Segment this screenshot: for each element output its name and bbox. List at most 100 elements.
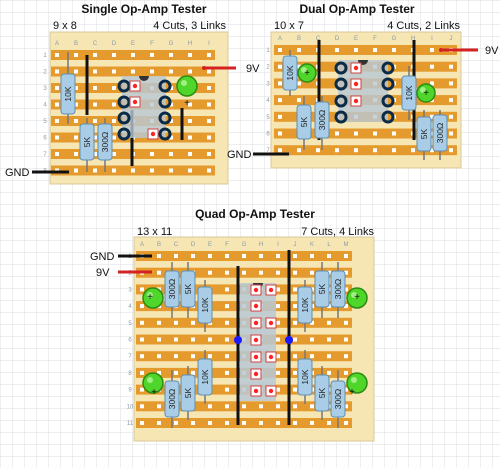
hole	[207, 135, 211, 140]
led: +	[142, 372, 164, 398]
hole	[276, 387, 280, 392]
hole	[207, 53, 211, 57]
hole	[157, 421, 161, 425]
hole	[310, 270, 314, 275]
hole	[157, 320, 161, 325]
hole	[169, 135, 173, 140]
hole	[207, 102, 211, 107]
resistor-value: 5K	[317, 387, 327, 398]
plus-sign: +	[304, 68, 310, 79]
hole	[207, 152, 211, 156]
row-label: 11	[127, 421, 134, 427]
column-label: A	[140, 242, 144, 248]
wire-label: GND	[227, 149, 252, 161]
hole	[55, 53, 59, 57]
resistor: 5K	[79, 118, 95, 172]
resistor: 5K	[314, 366, 330, 420]
dual-opamp-tester: Dual Op-Amp Tester 10 x 7 4 Cuts, 2 Link…	[227, 2, 499, 169]
hole	[225, 304, 229, 309]
hole	[335, 131, 339, 136]
row-label: 6	[128, 338, 132, 344]
row-label: 10	[127, 404, 134, 410]
ic-pin	[158, 79, 172, 93]
hole	[191, 354, 195, 359]
led: +	[346, 287, 368, 309]
column-label: E	[354, 36, 358, 42]
hole	[327, 370, 331, 375]
hole	[449, 64, 453, 69]
hole	[112, 168, 116, 173]
resistor: 5K	[296, 96, 312, 150]
hole	[191, 421, 195, 425]
column-label: B	[157, 242, 161, 248]
ic-pin	[334, 94, 348, 108]
hole	[188, 53, 192, 57]
hole	[259, 404, 263, 409]
hole	[208, 404, 212, 409]
hole	[225, 387, 229, 392]
hole	[140, 421, 144, 425]
hole	[276, 270, 280, 275]
hole	[276, 287, 280, 292]
column-label: E	[131, 41, 135, 47]
plus-sign: +	[423, 88, 429, 99]
hole	[354, 48, 358, 52]
hole	[131, 53, 135, 57]
hole	[373, 131, 377, 136]
column-label: A	[278, 36, 282, 42]
column-label: M	[344, 242, 349, 248]
column-label: J	[450, 36, 453, 42]
hole	[157, 370, 161, 375]
hole	[188, 152, 192, 156]
hole	[112, 69, 116, 74]
board-size: 10 x 7	[274, 20, 304, 32]
pin-marker	[250, 300, 262, 312]
hole	[112, 152, 116, 156]
hole	[344, 287, 348, 292]
resistor: 10K	[197, 280, 213, 332]
resistor-value: 5K	[299, 116, 309, 127]
resistor-value: 300Ω	[317, 110, 327, 131]
column-label: G	[169, 41, 174, 47]
hole	[74, 168, 78, 173]
resistor-value: 5K	[183, 283, 193, 294]
column-label: C	[93, 41, 98, 47]
pin-marker	[129, 96, 141, 108]
column-label: J	[294, 242, 297, 248]
pin-marker	[147, 128, 159, 140]
plus-sign: +	[147, 292, 153, 303]
resistor-value: 300Ω	[167, 389, 177, 410]
ic-pin	[158, 111, 172, 125]
hole	[112, 119, 116, 123]
hole	[344, 270, 348, 275]
resistor-value: 10K	[404, 85, 414, 100]
hole	[449, 131, 453, 136]
row-label: 9	[128, 388, 132, 394]
hole	[225, 270, 229, 275]
resistor: 10K	[401, 66, 417, 120]
board-cuts-links: 4 Cuts, 2 Links	[387, 20, 460, 32]
row-label: 5	[266, 115, 270, 121]
resistor-value: 10K	[200, 297, 210, 312]
hole	[55, 86, 59, 90]
board-cuts-links: 7 Cuts, 4 Links	[301, 226, 374, 238]
hole	[93, 53, 97, 57]
column-label: K	[310, 242, 314, 248]
hole	[344, 404, 348, 409]
hole	[169, 152, 173, 156]
hole	[93, 135, 97, 140]
hole	[157, 254, 161, 258]
resistor-value: 5K	[183, 387, 193, 398]
column-label: D	[191, 242, 196, 248]
hole	[140, 287, 144, 292]
resistor: 5K	[180, 366, 196, 420]
hole	[157, 270, 161, 275]
hole	[354, 148, 358, 153]
hole	[188, 168, 192, 173]
hole	[157, 354, 161, 359]
hole	[140, 404, 144, 409]
column-label: F	[150, 41, 154, 47]
column-label: L	[327, 242, 331, 248]
